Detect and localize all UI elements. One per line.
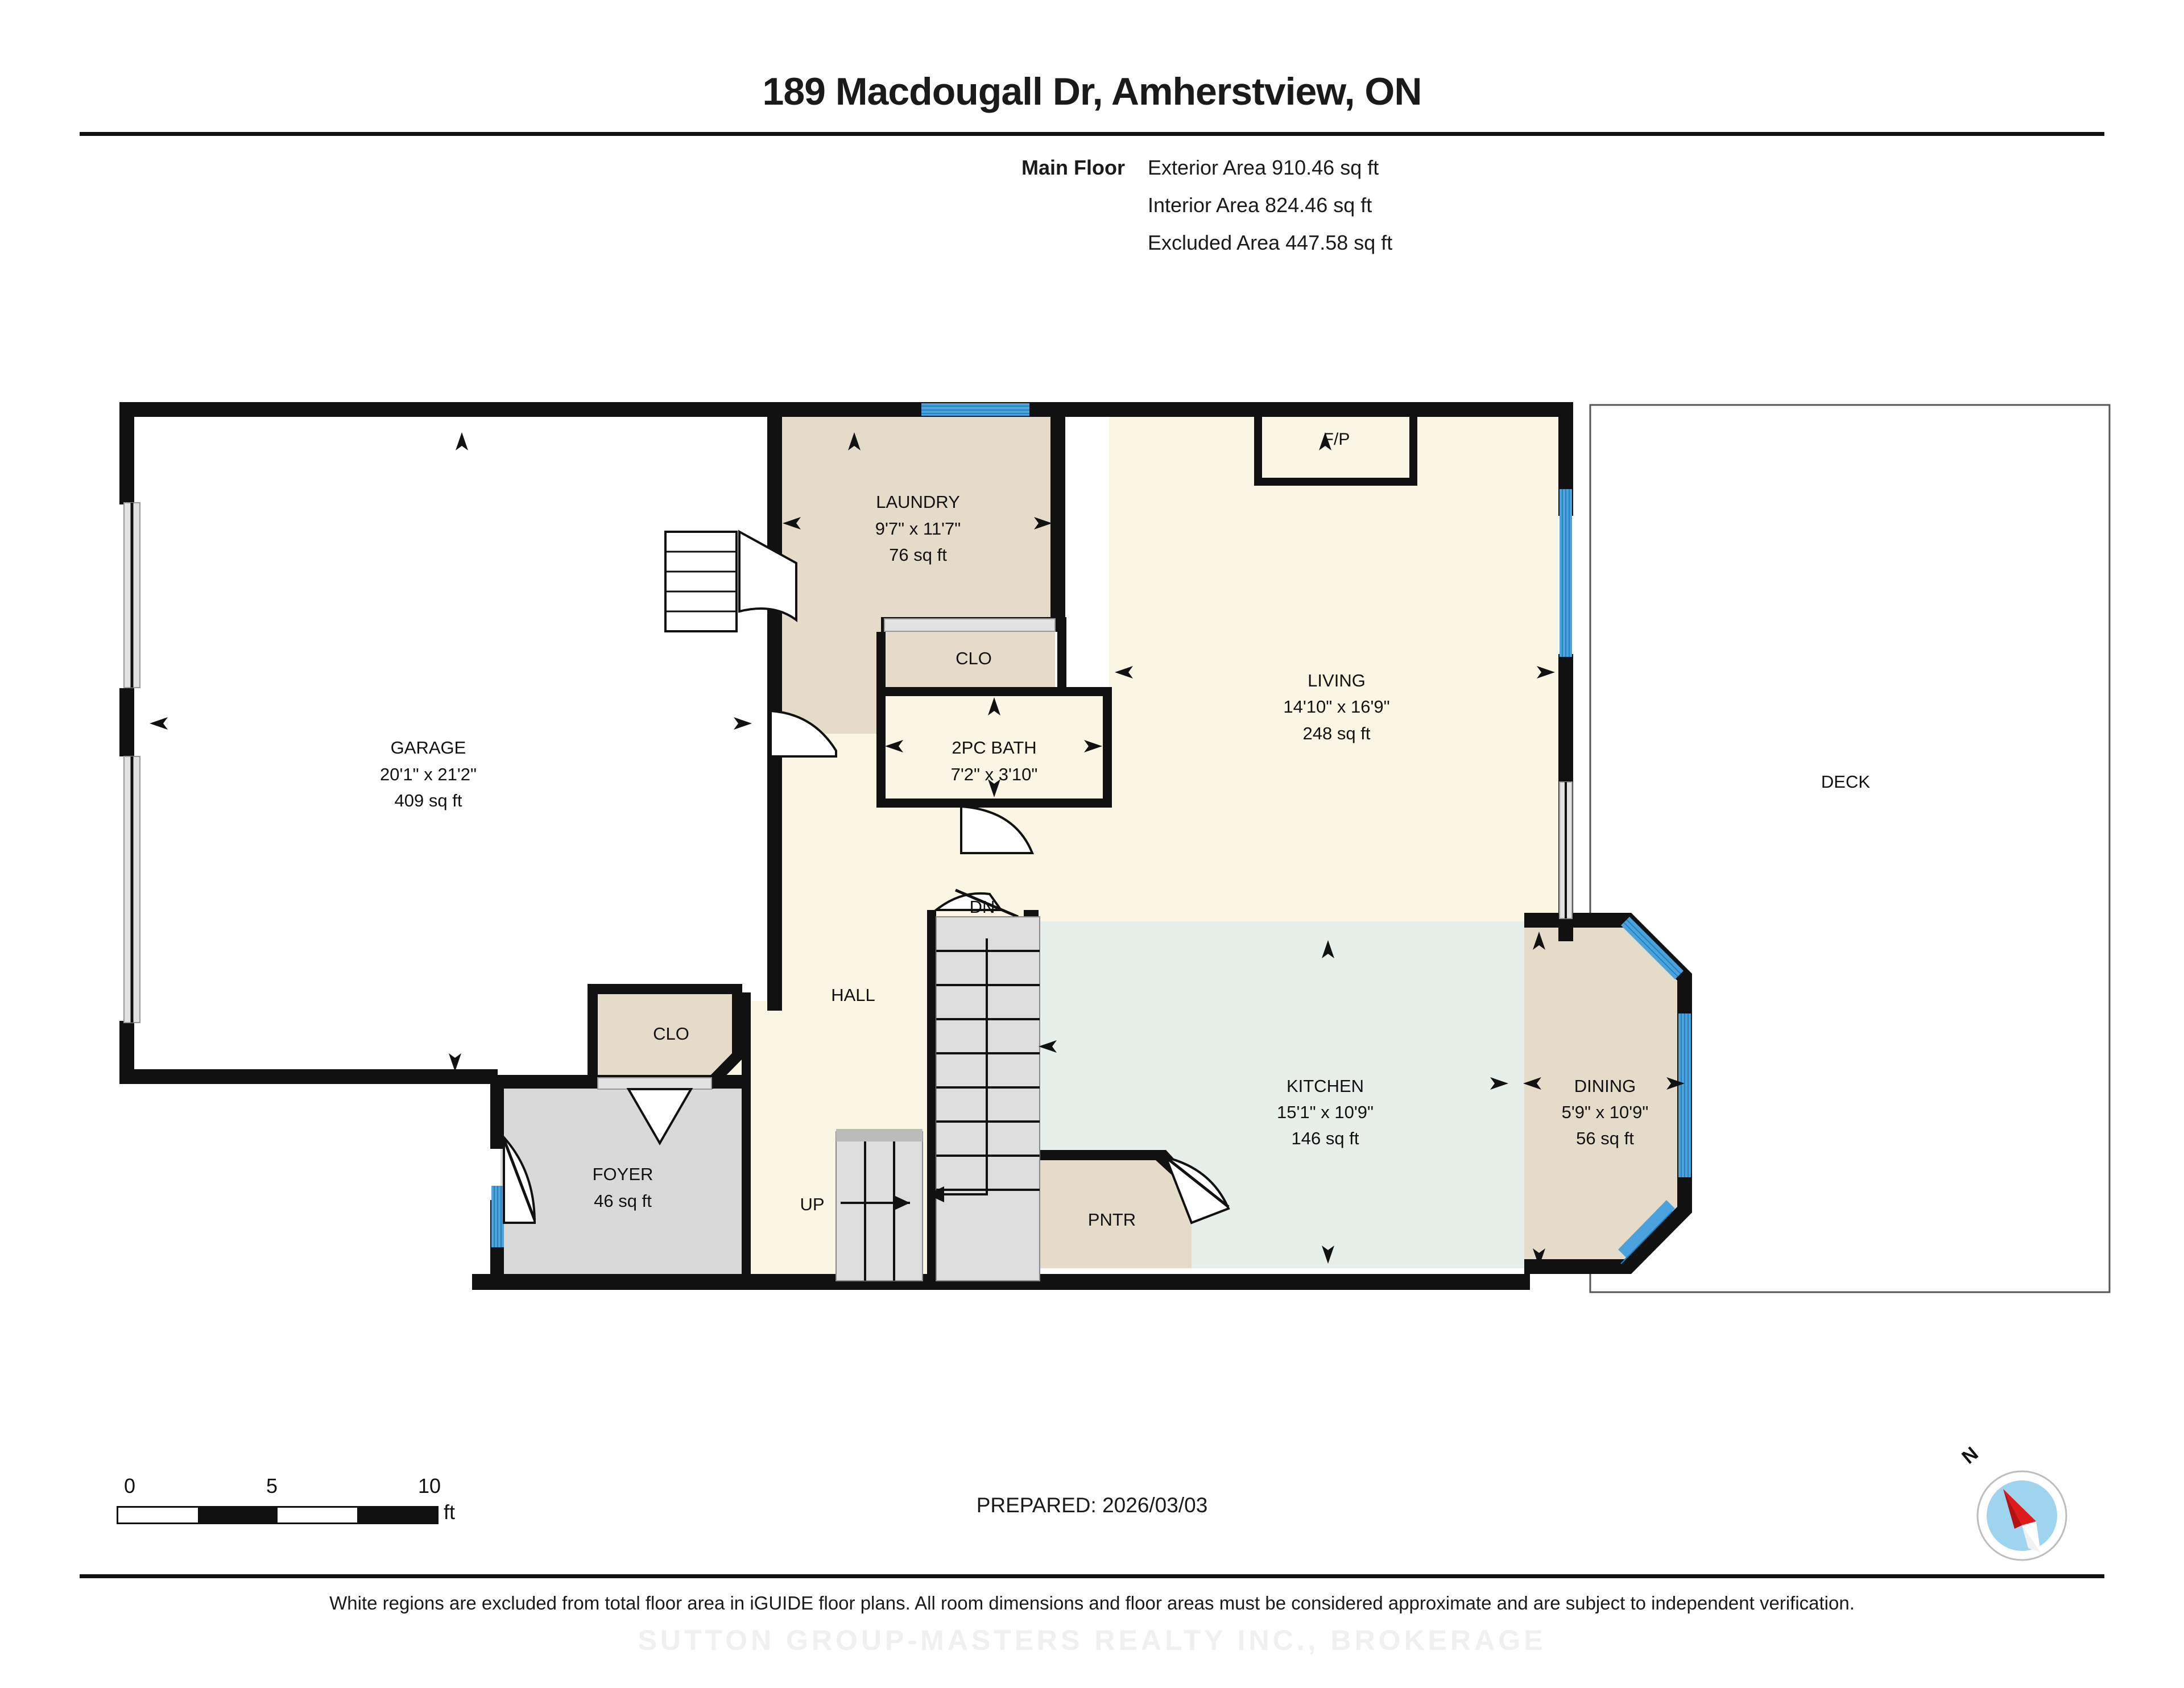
room-dims-bath: 7'2" x 3'10" [951, 764, 1038, 784]
scale-unit-label: ft [444, 1500, 456, 1524]
room-label-dining: DINING [1574, 1076, 1636, 1096]
room-area-laundry: 76 sq ft [889, 545, 947, 565]
prepared-date: PREPARED: 2026/03/03 [976, 1493, 1208, 1517]
stair-label-down: DN [970, 897, 995, 917]
floor-name-label: Main Floor [1021, 156, 1125, 179]
doors-and-openings [123, 502, 1573, 1224]
compass-rose-icon [1976, 1470, 2067, 1561]
page-title: 189 Macdougall Dr, Amherstview, ON [762, 70, 1422, 113]
room-label-laundry: LAUNDRY [876, 492, 960, 512]
walls [119, 402, 1692, 1290]
room-label-deck: DECK [1821, 772, 1870, 792]
fireplace-label: F/P [1323, 430, 1350, 449]
room-label-closet-foyer: CLO [653, 1024, 689, 1044]
brokerage-watermark: SUTTON GROUP-MASTERS REALTY INC., BROKER… [638, 1624, 1546, 1656]
room-dims-dining: 5'9" x 10'9" [1562, 1102, 1649, 1122]
stairs [835, 916, 1040, 1281]
scale-tick-5: 5 [266, 1474, 278, 1497]
stair-label-up: UP [800, 1194, 824, 1214]
room-area-garage: 409 sq ft [395, 791, 462, 810]
header-divider [80, 132, 2104, 136]
room-label-pantry: PNTR [1088, 1210, 1136, 1230]
disclaimer-text: White regions are excluded from total fl… [329, 1592, 1855, 1613]
room-area-living: 248 sq ft [1303, 723, 1371, 743]
room-label-kitchen: KITCHEN [1287, 1076, 1364, 1096]
room-dims-garage: 20'1" x 21'2" [380, 764, 477, 784]
floor-area-summary: Main Floor Exterior Area 910.46 sq ft In… [983, 149, 1608, 262]
room-area-foyer: 46 sq ft [594, 1191, 652, 1211]
room-label-bath: 2PC BATH [952, 738, 1036, 758]
exterior-area-text: Exterior Area 910.46 sq ft [1148, 156, 1379, 179]
room-label-closet-laundry: CLO [956, 648, 992, 668]
room-label-living: LIVING [1308, 671, 1366, 690]
room-area-kitchen: 146 sq ft [1292, 1128, 1359, 1148]
excluded-area-text: Excluded Area 447.58 sq ft [1148, 231, 1393, 254]
room-label-foyer: FOYER [593, 1164, 653, 1184]
room-dims-kitchen: 15'1" x 10'9" [1277, 1102, 1374, 1122]
scale-tick-10: 10 [418, 1474, 441, 1497]
windows [491, 403, 1691, 1264]
room-label-garage: GARAGE [391, 738, 466, 758]
room-dims-laundry: 9'7" x 11'7" [875, 519, 961, 539]
interior-area-text: Interior Area 824.46 sq ft [1148, 193, 1372, 217]
footer-divider [80, 1574, 2104, 1578]
scale-bar [117, 1506, 439, 1524]
room-dims-living: 14'10" x 16'9" [1283, 697, 1389, 717]
room-area-dining: 56 sq ft [1576, 1128, 1634, 1148]
scale-tick-0: 0 [124, 1474, 136, 1497]
room-label-hall: HALL [831, 985, 875, 1005]
